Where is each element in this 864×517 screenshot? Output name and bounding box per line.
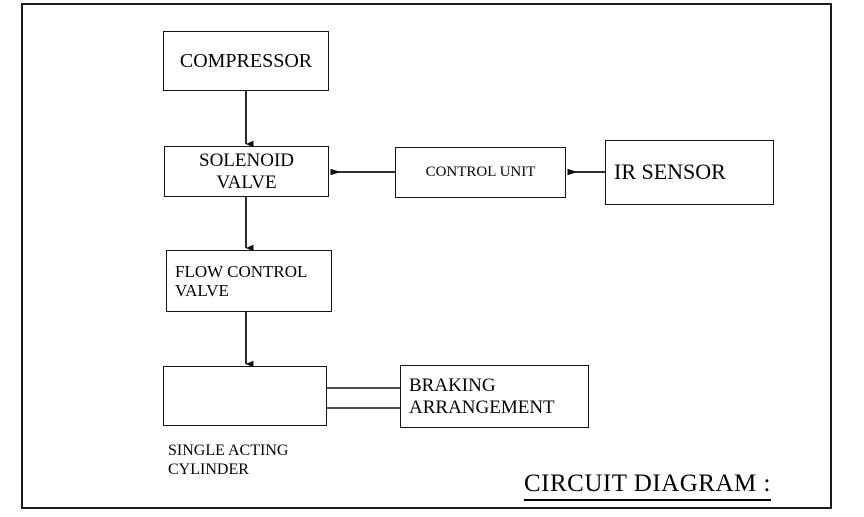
node-flow-control-valve-label: FLOW CONTROL VALVE [175, 261, 308, 300]
node-flow-control-valve[interactable]: FLOW CONTROL VALVE [166, 250, 332, 312]
node-single-acting-cylinder[interactable] [163, 366, 327, 426]
diagram-title: CIRCUIT DIAGRAM : [524, 470, 771, 501]
node-braking-arrangement-label: BRAKING ARRANGEMENT [409, 375, 555, 418]
diagram-border [21, 3, 832, 509]
node-solenoid-valve-label: SOLENOID VALVE [199, 150, 294, 193]
node-ir-sensor[interactable]: IR SENSOR [605, 140, 774, 205]
single-acting-cylinder-caption: SINGLE ACTING CYLINDER [168, 442, 289, 479]
node-compressor-label: COMPRESSOR [179, 49, 313, 72]
node-control-unit[interactable]: CONTROL UNIT [395, 147, 566, 198]
node-ir-sensor-label: IR SENSOR [614, 159, 726, 185]
node-solenoid-valve[interactable]: SOLENOID VALVE [164, 146, 329, 197]
node-compressor[interactable]: COMPRESSOR [163, 31, 329, 91]
node-control-unit-label: CONTROL UNIT [425, 164, 536, 181]
node-braking-arrangement[interactable]: BRAKING ARRANGEMENT [400, 365, 589, 428]
